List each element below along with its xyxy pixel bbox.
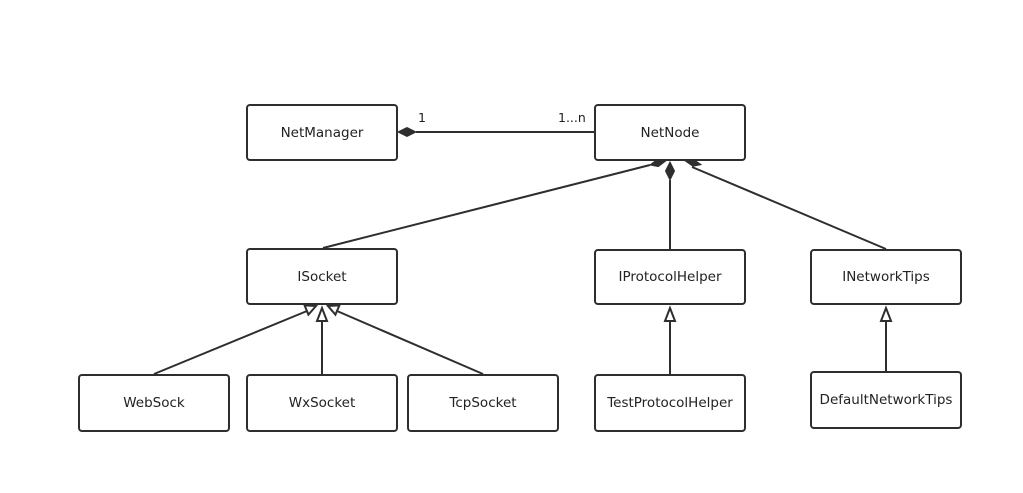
- edge-netnode-isocket: [322, 164, 651, 249]
- realization-arrow-wxsocket: [315, 305, 329, 322]
- class-testprotocolhelper[interactable]: TestProtocolHelper: [594, 374, 746, 432]
- multiplicity-netmanager: 1: [418, 110, 426, 125]
- realization-arrow-defaultnetworktips: [879, 305, 893, 322]
- class-inetworktips[interactable]: INetworkTips: [810, 249, 962, 305]
- class-wxsocket[interactable]: WxSocket: [246, 374, 398, 432]
- edge-websock-isocket: [153, 310, 308, 375]
- class-netmanager[interactable]: NetManager: [246, 104, 398, 161]
- realization-arrow-websock: [303, 304, 319, 317]
- realization-arrow-tcpsocket: [325, 304, 341, 317]
- class-label: NetNode: [641, 125, 700, 141]
- class-label: TestProtocolHelper: [606, 395, 733, 411]
- class-label: TcpSocket: [448, 395, 516, 411]
- class-label: DefaultNetworkTips: [820, 392, 953, 408]
- composition-diamond-iprotocolhelper: [664, 160, 676, 182]
- edge-netnode-inetworktips: [691, 166, 887, 250]
- class-websock[interactable]: WebSock: [78, 374, 230, 432]
- class-label: NetManager: [281, 125, 364, 141]
- class-label: INetworkTips: [842, 269, 930, 285]
- edge-tcpsocket-isocket: [336, 310, 484, 375]
- class-tcpsocket[interactable]: TcpSocket: [407, 374, 559, 432]
- class-defaultnetworktips[interactable]: DefaultNetworkTips: [810, 371, 962, 429]
- class-isocket[interactable]: ISocket: [246, 248, 398, 305]
- composition-diamond-netmanager: [396, 126, 418, 138]
- class-label: ISocket: [297, 269, 346, 285]
- class-label: WxSocket: [289, 395, 356, 411]
- class-netnode[interactable]: NetNode: [594, 104, 746, 161]
- class-label: IProtocolHelper: [618, 269, 721, 285]
- class-iprotocolhelper[interactable]: IProtocolHelper: [594, 249, 746, 305]
- realization-arrow-testprotocolhelper: [663, 305, 677, 322]
- class-label: WebSock: [123, 395, 185, 411]
- multiplicity-netnode: 1...n: [558, 110, 586, 125]
